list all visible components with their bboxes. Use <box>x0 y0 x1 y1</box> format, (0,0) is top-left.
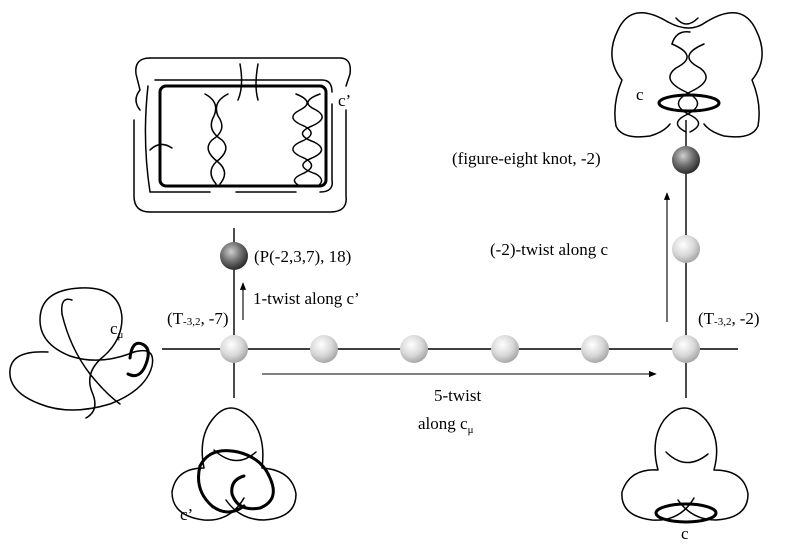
c-prime-curve-top <box>158 84 328 188</box>
label-c-bottom-right: c <box>681 524 689 543</box>
node-right-middle <box>672 235 700 263</box>
pretzel-knot-figure: c’ <box>133 57 351 213</box>
label-torus-right: (T-3,2,-2) <box>698 309 760 328</box>
c-mu-curve <box>126 341 150 378</box>
label-pretzel: (P(-2,3,7), 18) <box>254 247 351 266</box>
text-labels: (figure-eight knot, -2) (P(-2,3,7), 18) … <box>167 149 760 436</box>
node-3 <box>400 335 428 363</box>
node-4 <box>491 335 519 363</box>
figure-eight-knot-figure: c <box>611 11 763 138</box>
trefoil-knot-bottom-right-figure: c <box>621 407 749 543</box>
node-torus-right <box>672 335 700 363</box>
label-c-prime-bottom: c’ <box>180 505 193 524</box>
node-pretzel <box>220 242 248 270</box>
node-figure-eight <box>672 146 700 174</box>
label-c-top-right: c <box>636 85 644 104</box>
label-torus-left: (T-3,2,-7) <box>167 309 229 328</box>
trefoil-knot-bottom-left-figure: c’ <box>171 407 297 524</box>
c-prime-curve-bottom <box>198 449 275 511</box>
nodes <box>220 146 700 363</box>
node-5 <box>581 335 609 363</box>
label-c-mu: cμ <box>110 319 124 341</box>
label-1-twist: 1-twist along c’ <box>253 289 360 308</box>
c-curve-bottom-right <box>654 502 718 524</box>
label-figure-eight: (figure-eight knot, -2) <box>452 149 601 168</box>
label-minus2-twist: (-2)-twist along c <box>490 240 608 259</box>
node-2 <box>310 335 338 363</box>
c-curve-top-right <box>657 93 721 113</box>
label-5-twist-line1: 5-twist <box>434 386 482 405</box>
node-torus-left <box>220 335 248 363</box>
trefoil-knot-left-figure: cμ <box>9 287 154 419</box>
label-5-twist-line2: along cμ <box>418 414 474 436</box>
arrows <box>239 192 671 378</box>
axes <box>162 120 738 398</box>
label-c-prime-top: c’ <box>338 91 351 110</box>
